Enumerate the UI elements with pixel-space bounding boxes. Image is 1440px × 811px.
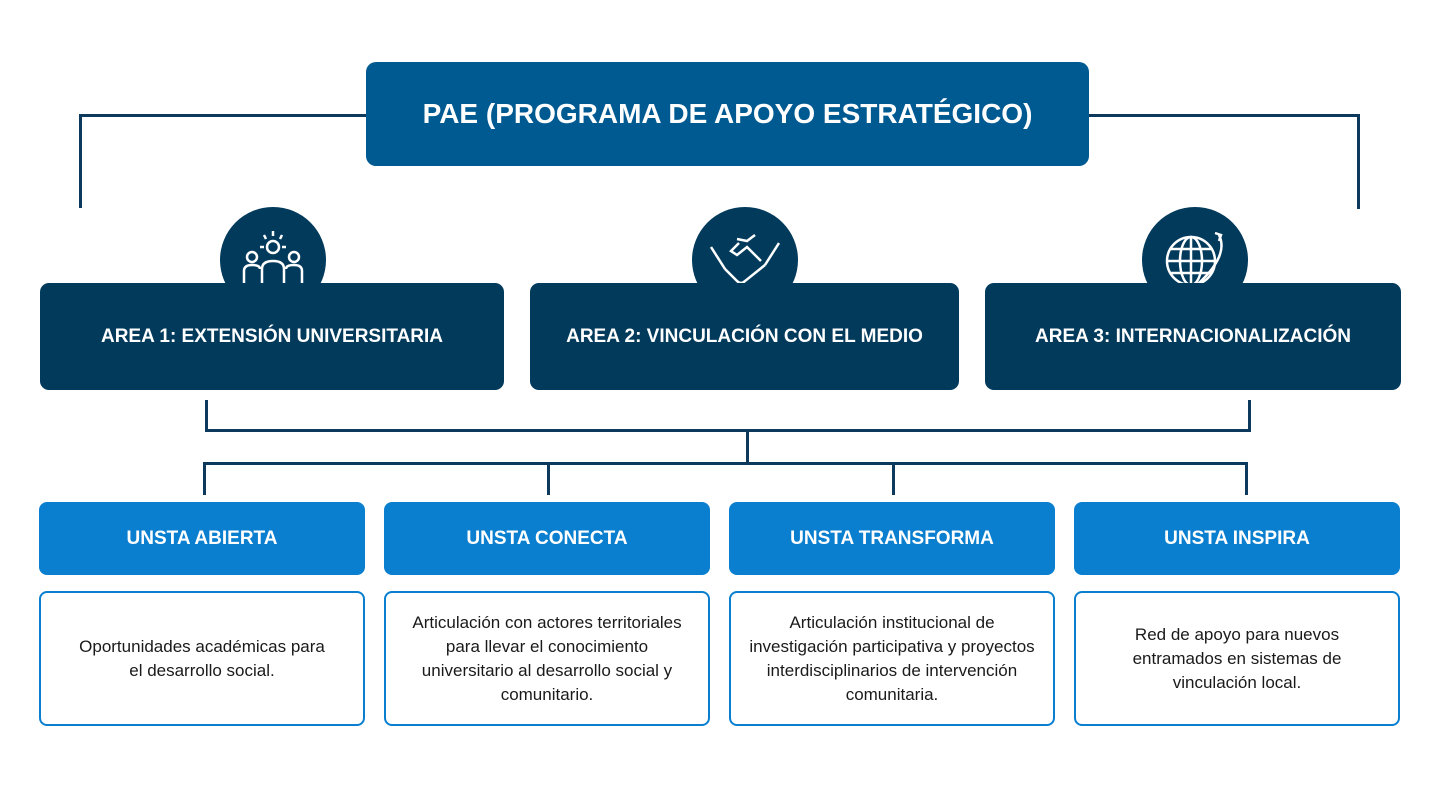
- area-1-label: AREA 1: EXTENSIÓN UNIVERSITARIA: [100, 325, 444, 347]
- connector: [1248, 400, 1251, 431]
- program-description: Articulación con actores territoriales p…: [384, 591, 710, 726]
- area-3-box: AREA 3: INTERNACIONALIZACIÓN: [985, 283, 1401, 390]
- program-name: UNSTA TRANSFORMA: [790, 527, 994, 549]
- program-name: UNSTA CONECTA: [466, 527, 628, 549]
- handshake-icon: [709, 234, 781, 285]
- connector: [746, 429, 749, 462]
- program-header: UNSTA CONECTA: [384, 502, 710, 575]
- pae-title-box: PAE (PROGRAMA DE APOYO ESTRATÉGICO): [366, 62, 1089, 166]
- area-1-box: AREA 1: EXTENSIÓN UNIVERSITARIA: [40, 283, 504, 390]
- program-name: UNSTA INSPIRA: [1164, 527, 1310, 549]
- area-2-box: AREA 2: VINCULACIÓN CON EL MEDIO: [530, 283, 959, 390]
- connector: [79, 114, 366, 117]
- program-header: UNSTA INSPIRA: [1074, 502, 1400, 575]
- connector: [1089, 114, 1360, 117]
- connector: [79, 114, 82, 208]
- area-2-label: AREA 2: VINCULACIÓN CON EL MEDIO: [566, 325, 923, 347]
- program-description: Red de apoyo para nuevos entramados en s…: [1074, 591, 1400, 726]
- program-desc-text: Oportunidades académicas para el desarro…: [79, 636, 325, 680]
- connector: [547, 462, 550, 495]
- pae-title: PAE (PROGRAMA DE APOYO ESTRATÉGICO): [422, 98, 1033, 129]
- area-3-label: AREA 3: INTERNACIONALIZACIÓN: [1035, 325, 1351, 347]
- connector: [892, 462, 895, 495]
- people-icon: [242, 231, 304, 287]
- program-desc-text: Articulación institucional de investigac…: [749, 612, 1035, 704]
- connector: [203, 462, 206, 495]
- connector: [205, 429, 1251, 432]
- connector: [205, 400, 208, 431]
- connector: [1245, 462, 1248, 495]
- program-desc-text: Red de apoyo para nuevos entramados en s…: [1132, 624, 1342, 692]
- program-description: Oportunidades académicas para el desarro…: [39, 591, 365, 726]
- program-header: UNSTA ABIERTA: [39, 502, 365, 575]
- program-desc-text: Articulación con actores territoriales p…: [412, 612, 682, 704]
- program-name: UNSTA ABIERTA: [126, 527, 278, 549]
- program-header: UNSTA TRANSFORMA: [729, 502, 1055, 575]
- connector: [203, 462, 1248, 465]
- program-description: Articulación institucional de investigac…: [729, 591, 1055, 726]
- connector: [1357, 114, 1360, 209]
